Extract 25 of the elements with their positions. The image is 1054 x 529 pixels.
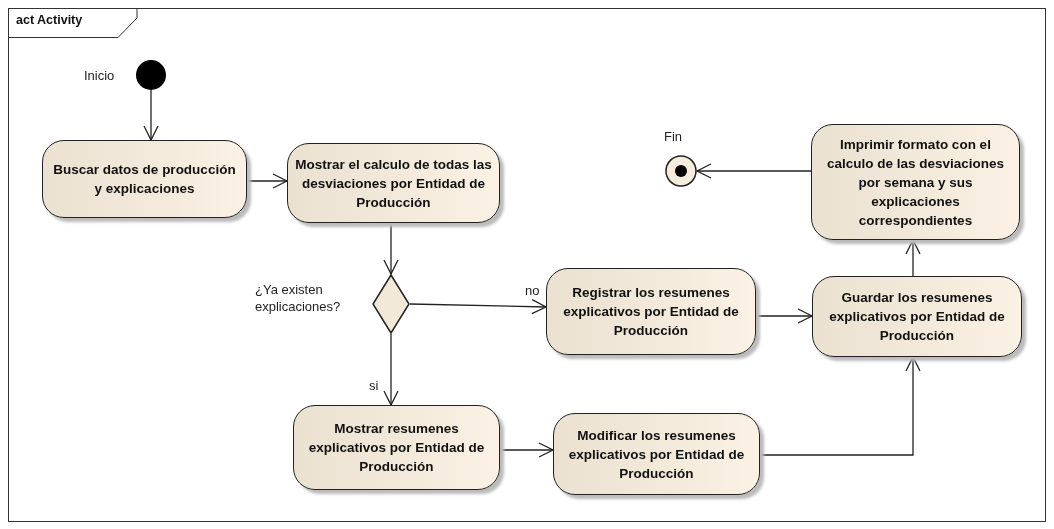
action-box: Modificar los resumenes explicativos por Entidad de Producción [553, 413, 760, 495]
action-box: Buscar datos de producción y explicaciones [42, 140, 247, 218]
control-flow-arrow [755, 308, 813, 324]
action-box: Guardar los resumenes explicativos por Entidad de Producción [812, 276, 1022, 357]
control-flow-arrow [383, 222, 399, 275]
action-box: Mostrar resumenes explicativos por Entidad de Producción [293, 405, 500, 490]
final-node [665, 155, 697, 187]
node-caption: Fin [664, 128, 683, 145]
control-flow-arrow [143, 89, 159, 141]
control-flow-arrow [383, 333, 399, 406]
node-caption: Inicio [84, 67, 115, 84]
action-box: Mostrar el calculo de todas las desviaciones por Entidad de Producción [287, 143, 500, 223]
decision-diamond [372, 274, 410, 334]
guard-label: si [368, 378, 380, 393]
control-flow-arrow [696, 163, 812, 179]
control-flow-arrow [246, 173, 288, 189]
control-flow-arrow [499, 442, 554, 458]
initial-node [136, 60, 166, 90]
action-box: Imprimir formato con el calculo de las desviaciones por semana y sus explicaciones correspondientes [811, 124, 1020, 240]
node-caption: ¿Ya existen explicaciones? [255, 281, 342, 315]
control-flow-arrow [409, 299, 547, 315]
action-box: Registrar los resumenes explicativos por Entidad de Producción [546, 268, 756, 355]
control-flow-arrow [759, 356, 921, 456]
control-flow-arrow [905, 239, 921, 277]
frame-title: act Activity [16, 13, 83, 27]
